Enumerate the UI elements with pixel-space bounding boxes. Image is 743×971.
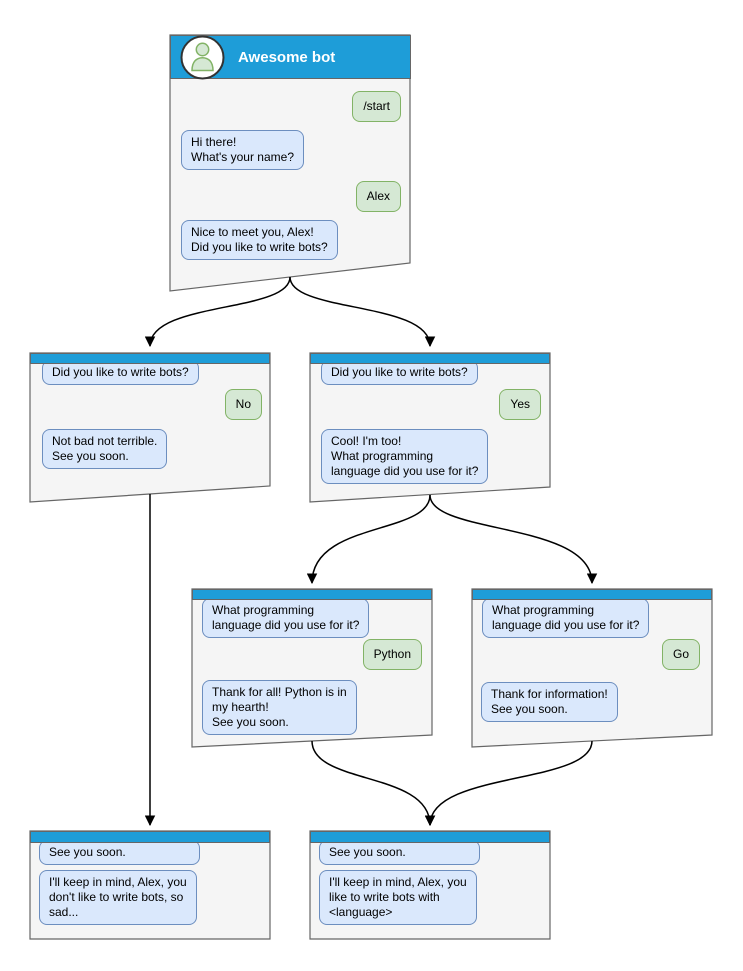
user-message-bubble: Go [661,639,700,670]
arrow-root-to-branch-no [144,276,291,348]
bot-message-bubble: Cool! I'm too! What programming language… [321,429,489,484]
user-message-bubble: Yes [499,389,541,420]
chat-window-end-yes: See you soon. I'll keep in mind, Alex, y… [310,831,550,939]
bot-message-bubble: See you soon. [39,840,200,865]
bot-message-bubble: What programming language did you use fo… [202,598,370,638]
chat-window-branch-python: What programming language did you use fo… [192,589,432,747]
chat-window-branch-go: What programming language did you use fo… [472,589,712,747]
bot-message-bubble: What programming language did you use fo… [482,598,650,638]
user-message-bubble: No [224,389,262,420]
window-titlebar [472,589,712,600]
user-message-bubble: Alex [355,181,401,212]
window-titlebar [310,353,550,364]
bot-message-bubble: Thank for information! See you soon. [481,682,618,722]
bot-message-bubble: Did you like to write bots? [42,360,199,385]
arrow-branch-yes-to-go [429,494,598,585]
chat-window-root: Awesome bot /start Hi there! What's your… [170,35,411,291]
bot-message-bubble: Not bad not terrible. See you soon. [42,429,168,469]
window-titlebar [310,831,550,843]
bot-message-bubble: I'll keep in mind, Alex, you like to wri… [319,870,477,925]
window-titlebar: Awesome bot [170,35,411,80]
bot-message-bubble: Thank for all! Python is in my hearth! S… [202,680,357,735]
window-titlebar [30,353,270,364]
bot-avatar-icon [180,35,225,80]
chat-window-branch-yes: Did you like to write bots? Yes Cool! I'… [310,353,550,502]
arrow-root-to-branch-yes [289,276,436,348]
bot-message-bubble: I'll keep in mind, Alex, you don't like … [39,870,197,925]
bot-message-bubble: See you soon. [319,840,480,865]
chat-window-branch-no: Did you like to write bots? No Not bad n… [30,353,270,502]
window-titlebar [30,831,270,843]
user-message-bubble: Python [362,639,422,670]
arrow-python-to-end-yes [311,740,436,827]
user-message-bubble: /start [352,91,401,122]
arrow-go-to-end-yes [424,740,593,827]
window-titlebar [192,589,432,600]
arrow-branch-yes-to-python [306,494,431,585]
window-title: Awesome bot [238,48,336,66]
chat-window-end-no: See you soon. I'll keep in mind, Alex, y… [30,831,270,939]
bot-message-bubble: Nice to meet you, Alex! Did you like to … [181,220,338,260]
bot-message-bubble: Hi there! What's your name? [181,130,305,170]
